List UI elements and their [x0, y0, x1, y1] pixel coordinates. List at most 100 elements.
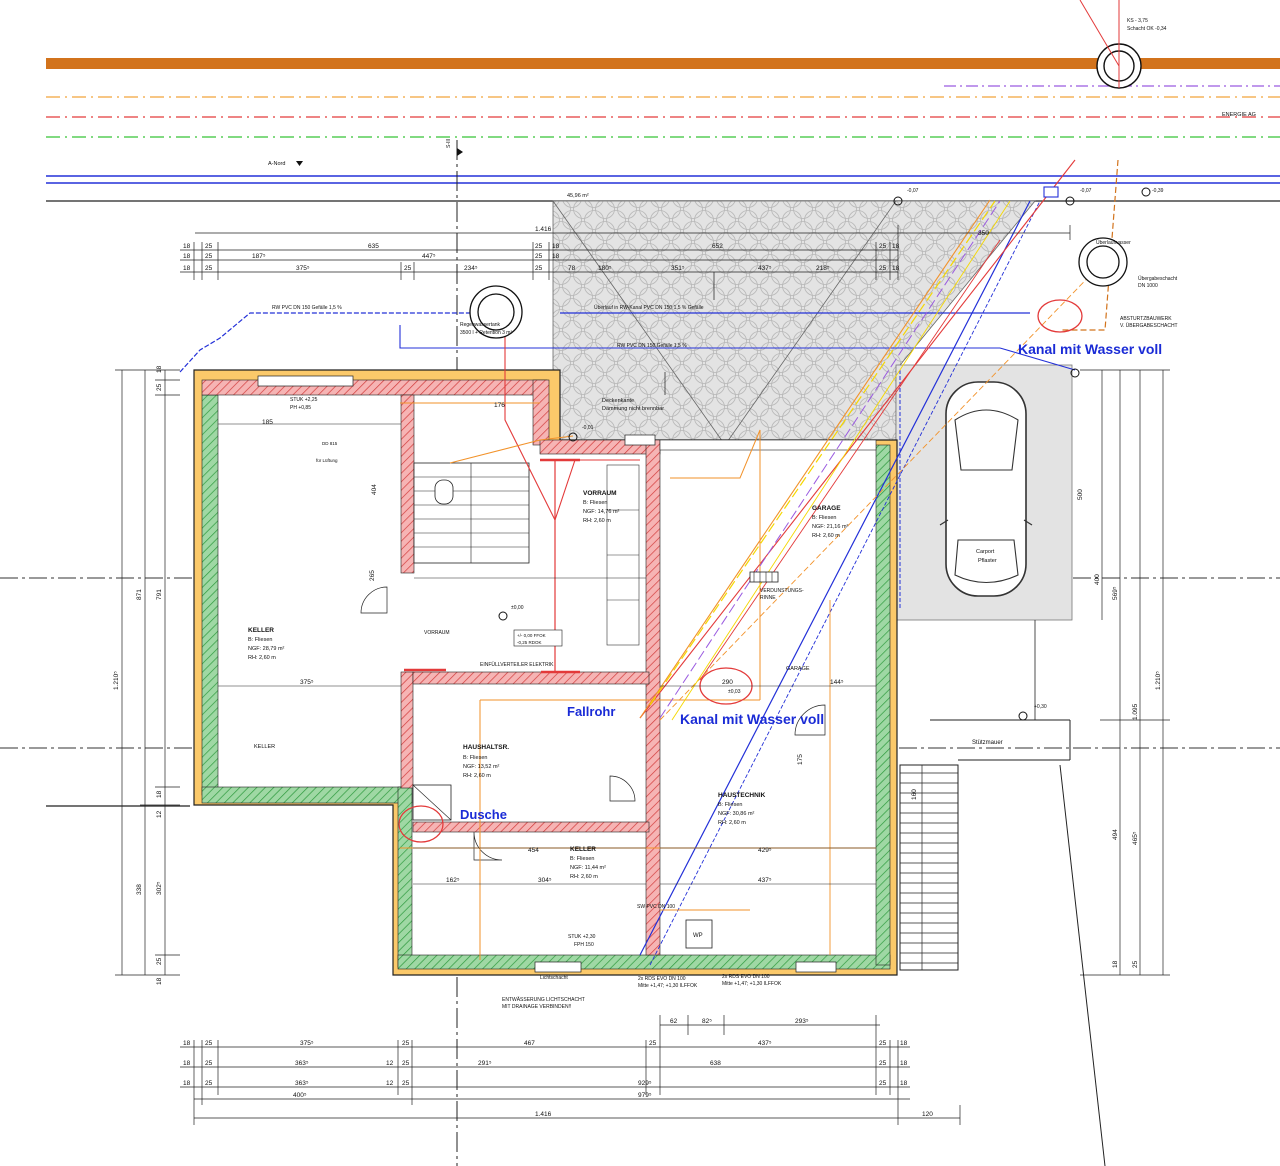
dimension-label: 338: [136, 884, 143, 895]
dimension-label: 25: [649, 1040, 657, 1047]
utility-lines: ENERGIE AG: [46, 58, 1280, 202]
dimension-label: 18: [552, 243, 560, 250]
dimension-label: 638: [710, 1060, 721, 1067]
carport-name: Carport: [976, 549, 995, 555]
dimension-label: 375⁵: [296, 265, 310, 272]
carport: Carport Pflaster: [895, 364, 1073, 621]
dimension-texts-bottom: 18 25 375⁵ 25 467 25 437⁵ 25 18 18 25 36…: [183, 1018, 933, 1118]
room-haushalt-name: HAUSHALTSR.: [463, 744, 509, 751]
transfer-shaft-name: Übergabeschacht: [1138, 275, 1178, 282]
room-keller-left-name: KELLER: [248, 627, 274, 634]
north-label: A-Nord: [268, 161, 285, 167]
level: -0,01: [582, 425, 594, 431]
dimension-label: 160: [911, 789, 918, 800]
dimension-label: 979⁵: [638, 1092, 652, 1099]
annotation-dusche: Dusche: [460, 807, 507, 822]
dimension-label: 78: [568, 265, 576, 272]
dimension-label: 18: [1112, 960, 1119, 968]
cover-area: 45,96 m²: [567, 193, 589, 199]
pipe-label: 2x RDS EVO DN 100: [638, 976, 686, 982]
room-keller-bottom-rh: RH: 2,60 m: [570, 874, 598, 880]
dimension-label: 569⁵: [1112, 586, 1119, 600]
room-haustechnik-name: HAUSTECHNIK: [718, 792, 766, 799]
distributor-label: EINFÜLLVERTEILER ELEKTRIK: [480, 661, 554, 668]
dimension-label: 18: [183, 1060, 191, 1067]
dimensions-bottom: [180, 1015, 961, 1125]
dimension-label: 18: [900, 1040, 908, 1047]
verdunstung-l1: VERDUNSTUNGS-: [760, 588, 804, 594]
dimension-label: 18: [892, 265, 900, 272]
dimension-label: 25: [402, 1080, 410, 1087]
annotation-kanal-top: Kanal mit Wasser voll: [1018, 341, 1162, 357]
level-markers: [498, 187, 1151, 721]
dimension-label: 293⁵: [795, 1018, 809, 1025]
fan-l2: für Lüftung: [316, 458, 338, 463]
room-keller-left2: KELLER: [254, 744, 275, 750]
dimension-label: 18: [900, 1060, 908, 1067]
dimension-label: 494: [1112, 829, 1119, 840]
level: ±0,03: [728, 689, 741, 695]
dimension-label: 18: [183, 253, 191, 260]
dimension-texts-left: 1.210⁵ 871 791 338 302⁵ 18 25 18 25 12 1…: [113, 365, 163, 985]
dimension-label: 175: [797, 754, 804, 765]
drop-structure-l2: V. ÜBERGABESCHACHT: [1120, 322, 1178, 329]
dimension-label: 652: [712, 243, 723, 250]
dimension-label: 404: [371, 484, 378, 495]
room-vorraum-rh: RH: 2,60 m: [583, 518, 611, 524]
dimension-label: 18: [183, 265, 191, 272]
room-keller-left-ngf: NGF: 28,79 m²: [248, 646, 285, 652]
dimension-label: 25: [402, 1040, 410, 1047]
transfer-shaft-size: DN 1000: [1138, 283, 1158, 289]
dimension-label: 25: [879, 265, 887, 272]
dimension-label: 12: [156, 810, 163, 818]
annotation-kanal-mid: Kanal mit Wasser voll: [680, 711, 824, 727]
dimension-label: 25: [205, 1040, 213, 1047]
tank-spec: 3500 l + Retention 3 m³: [460, 330, 512, 336]
pipe-label: SW PVC DN 100: [637, 904, 675, 910]
dimension-label: 350: [978, 230, 989, 237]
dimension-label: 437⁵: [758, 265, 772, 272]
section-arrow-icon: [457, 148, 463, 156]
room-haustechnik-ngf: NGF: 30,86 m²: [718, 811, 755, 817]
dimension-label: 25: [205, 1060, 213, 1067]
dimension-label: 12: [386, 1060, 394, 1067]
heat-pump-icon: [685, 919, 713, 949]
dimension-label: 18: [183, 1080, 191, 1087]
room-vorraum-name: VORRAUM: [583, 490, 617, 497]
dimension-label: 447⁵: [422, 253, 436, 260]
transfer-shaft: Überlaufwasser Übergabeschacht DN 1000 A…: [1043, 186, 1178, 329]
dimension-label: 18: [900, 1080, 908, 1087]
dimension-label: 25: [156, 383, 163, 391]
dimensions-right: [1080, 369, 1170, 976]
dimension-label: 302⁵: [156, 881, 163, 895]
dimension-label: 25: [879, 1040, 887, 1047]
room-keller-left-floor: B: Fliesen: [248, 637, 272, 643]
dimension-label: 363⁵: [295, 1060, 309, 1067]
energy-main-line: [46, 58, 1280, 69]
level: ±0,00: [511, 605, 524, 611]
dimension-label: 437⁵: [758, 877, 772, 884]
toilet-icon: [434, 479, 454, 505]
dimension-label: 82⁵: [702, 1018, 712, 1025]
dimension-label: 871: [136, 589, 143, 600]
dimension-label: 18: [552, 253, 560, 260]
verdunstung-l2: RINNE: [760, 595, 776, 601]
dimension-label: 18: [183, 1040, 191, 1047]
room-keller-left-rh: RH: 2,60 m: [248, 655, 276, 661]
manhole-top-id: KS - 3,75: [1127, 18, 1148, 24]
level: -0,39: [1152, 188, 1164, 194]
dimension-label: 25: [535, 253, 543, 260]
manhole-top-note: Schacht OK -0,34: [1127, 26, 1167, 32]
drop-structure-l1: ABSTURTZBAUWERK: [1120, 316, 1172, 322]
dimension-label: 162⁵: [446, 877, 460, 884]
dimension-label: 467: [524, 1040, 535, 1047]
carport-floor: Pflaster: [978, 558, 997, 564]
dimension-label: 465⁵: [1132, 831, 1139, 845]
dimension-label: 351⁵: [671, 265, 685, 272]
dimension-label: 18: [156, 790, 163, 798]
pipe-label: RW PVC DN 150 Gefälle 1,5 %: [617, 343, 687, 349]
level: -0,07: [907, 188, 919, 194]
highlight-circle: [1037, 299, 1083, 333]
drainage-l1: ENTWÄSSERUNG LICHTSCHACHT: [502, 996, 585, 1003]
